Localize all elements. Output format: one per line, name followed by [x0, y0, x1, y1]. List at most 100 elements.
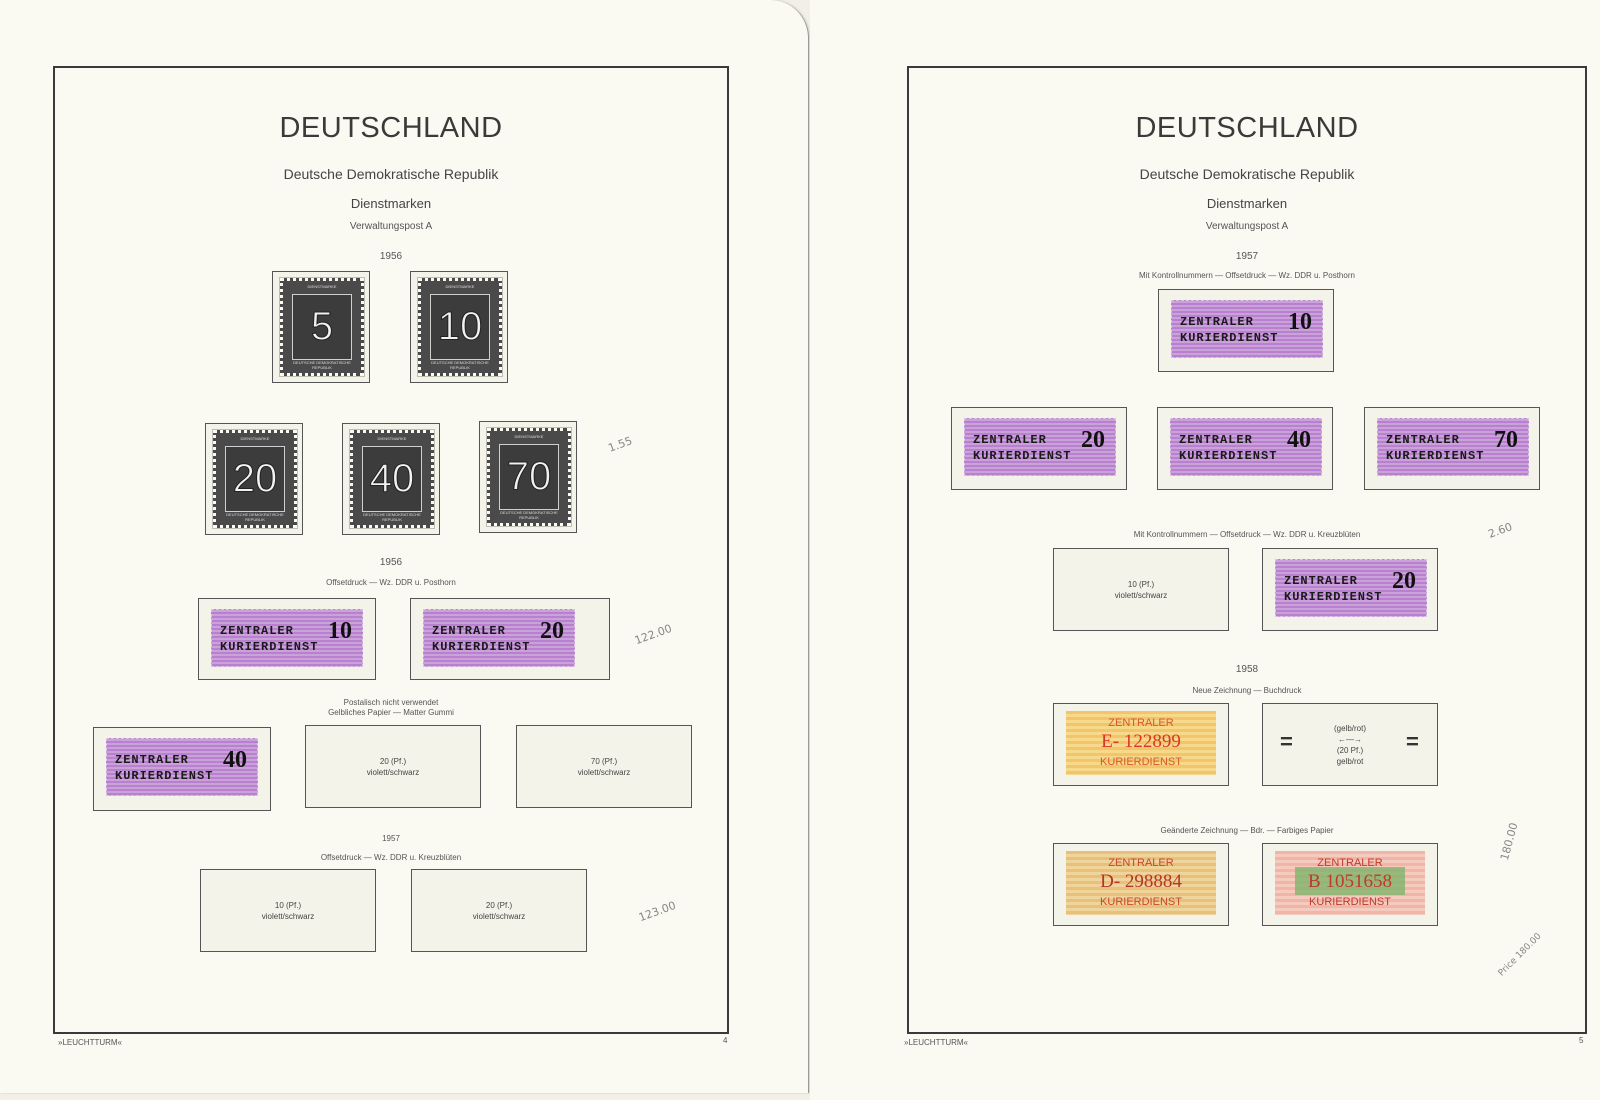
- stamp-caption-top: DIENSTMARKE: [307, 284, 337, 289]
- barcode-stamp-e: ZENTRALER E- 122899 KURIERDIENST: [1066, 711, 1216, 775]
- stamp-overprint-line2: KURIERDIENST: [115, 769, 214, 783]
- stamp-value: 10: [1288, 309, 1312, 335]
- stamp-mount: ZENTRALER D- 298884 KURIERDIENST: [1053, 843, 1229, 926]
- caption: Offsetdruck — Wz. DDR u. Posthorn: [326, 578, 456, 587]
- stamp-overprint-line2: KURIERDIENST: [432, 640, 531, 654]
- country-subtitle: Deutsche Demokratische Republik: [283, 166, 499, 182]
- stamp-overprint-line2: KURIERDIENST: [220, 640, 319, 654]
- courier-stamp-20: ZENTRALER KURIERDIENST 20: [1275, 559, 1427, 617]
- stamp-line3: KURIERDIENST: [1309, 896, 1391, 908]
- stamp-line1: ZENTRALER: [1108, 857, 1174, 869]
- stamp-control-number: E- 122899: [1101, 731, 1181, 752]
- page-title: DEUTSCHLAND: [1135, 112, 1359, 144]
- empty-stamp-space: 70 (Pf.) violett/schwarz: [516, 725, 692, 808]
- stamp-line1: ZENTRALER: [1317, 857, 1383, 869]
- stamp-10: DIENSTMARKE 10 DEUTSCHE DEMOKRATISCHE RE…: [417, 277, 503, 377]
- stamp-caption-top: DIENSTMARKE: [445, 284, 475, 289]
- empty-space-color: gelb/rot: [1336, 756, 1364, 766]
- year-heading: 1956: [379, 557, 403, 568]
- stamp-mount: ZENTRALER KURIERDIENST 70: [1364, 407, 1540, 490]
- page-number: 5: [1579, 1036, 1584, 1045]
- stamp-overprint-line2: KURIERDIENST: [973, 449, 1072, 463]
- stamp-value: 5: [310, 304, 334, 349]
- year-heading: 1957: [1235, 251, 1259, 262]
- barcode-stamp-b: ZENTRALER B 1051658 KURIERDIENST: [1275, 851, 1425, 915]
- courier-stamp-20: ZENTRALER KURIERDIENST 20: [964, 418, 1116, 476]
- year-heading: 1956: [379, 251, 403, 262]
- stamp-line1: ZENTRALER: [1108, 717, 1174, 729]
- empty-stamp-space: 20 (Pf.) violett/schwarz: [305, 725, 481, 808]
- stamp-overprint-line2: KURIERDIENST: [1284, 590, 1383, 604]
- stamp-overprint-line1: ZENTRALER: [1284, 574, 1358, 588]
- stamp-overprint-line1: ZENTRALER: [220, 624, 294, 638]
- stamp-5: DIENSTMARKE 5 DEUTSCHE DEMOKRATISCHE REP…: [279, 277, 365, 377]
- caption: Neue Zeichnung — Buchdruck: [1192, 686, 1302, 695]
- barcode-stamp-d: ZENTRALER D- 298884 KURIERDIENST: [1066, 851, 1216, 915]
- stamp-value: 20: [232, 456, 278, 501]
- subsection-heading: Verwaltungspost A: [349, 221, 433, 232]
- stamp-overprint-line1: ZENTRALER: [1179, 433, 1253, 447]
- empty-space-value: 70 (Pf.): [590, 756, 618, 766]
- stamp-overprint-line1: ZENTRALER: [1386, 433, 1460, 447]
- empty-space-value: 20 (Pf.): [485, 900, 513, 910]
- section-heading: Dienstmarken: [350, 196, 432, 211]
- empty-space-value: 10 (Pf.): [1127, 579, 1155, 589]
- stamp-mount: DIENSTMARKE 70 DEUTSCHE DEMOKRATISCHE RE…: [479, 421, 577, 533]
- empty-stamp-space: (gelb/rot) ←—→ (20 Pf.) gelb/rot: [1262, 703, 1438, 786]
- stamp-value: 10: [328, 618, 352, 644]
- stamp-control-number: D- 298884: [1100, 871, 1182, 892]
- caption: Postalisch nicht verwendet: [343, 698, 439, 707]
- stamp-caption-bottom: DEUTSCHE DEMOKRATISCHE REPUBLIK: [431, 360, 489, 370]
- caption: Mit Kontrollnummern — Offsetdruck — Wz. …: [1133, 530, 1361, 539]
- album-page-left: DEUTSCHLAND Deutsche Demokratische Repub…: [0, 0, 809, 1093]
- courier-stamp-10: ZENTRALER KURIERDIENST 10: [211, 609, 363, 667]
- stamp-overprint-line2: KURIERDIENST: [1179, 449, 1278, 463]
- courier-stamp-70: ZENTRALER KURIERDIENST 70: [1377, 418, 1529, 476]
- stamp-overprint-line2: KURIERDIENST: [1180, 331, 1279, 345]
- empty-space-color: violett/schwarz: [1114, 590, 1168, 600]
- page-number: 4: [723, 1036, 728, 1045]
- stamp-mount: ZENTRALER KURIERDIENST 20: [951, 407, 1127, 490]
- courier-stamp-40: ZENTRALER KURIERDIENST 40: [106, 738, 258, 796]
- courier-stamp-10: ZENTRALER KURIERDIENST 10: [1171, 300, 1323, 358]
- stamp-mount: DIENSTMARKE 10 DEUTSCHE DEMOKRATISCHE RE…: [410, 271, 508, 383]
- page-border-left: [53, 66, 729, 1034]
- empty-stamp-space: 20 (Pf.) violett/schwarz: [411, 869, 587, 952]
- empty-space-value: (20 Pf.): [1336, 745, 1364, 755]
- stamp-line3: KURIERDIENST: [1100, 756, 1182, 768]
- empty-space-value: 20 (Pf.): [379, 756, 407, 766]
- stamp-mount: DIENSTMARKE 5 DEUTSCHE DEMOKRATISCHE REP…: [272, 271, 370, 383]
- stamp-mount: ZENTRALER KURIERDIENST 20: [410, 598, 610, 680]
- stamp-value: 20: [1392, 568, 1416, 594]
- stamp-overprint-line1: ZENTRALER: [1180, 315, 1254, 329]
- stamp-caption-bottom: DEUTSCHE DEMOKRATISCHE REPUBLIK: [226, 512, 284, 522]
- stamp-caption-bottom: DEUTSCHE DEMOKRATISCHE REPUBLIK: [363, 512, 421, 522]
- stamp-mount: DIENSTMARKE 20 DEUTSCHE DEMOKRATISCHE RE…: [205, 423, 303, 535]
- empty-space-color: violett/schwarz: [261, 911, 315, 921]
- stamp-mount: ZENTRALER KURIERDIENST 40: [93, 727, 271, 811]
- empty-stamp-space: 10 (Pf.) violett/schwarz: [200, 869, 376, 952]
- stamp-value: 10: [437, 304, 483, 349]
- stamp-mount: ZENTRALER E- 122899 KURIERDIENST: [1053, 703, 1229, 786]
- stamp-mount: ZENTRALER KURIERDIENST 20: [1262, 548, 1438, 631]
- footer-brand: »LEUCHTTURM«: [58, 1038, 123, 1047]
- empty-stamp-space: 10 (Pf.) violett/schwarz: [1053, 548, 1229, 631]
- country-subtitle: Deutsche Demokratische Republik: [1139, 166, 1355, 182]
- stamp-20: DIENSTMARKE 20 DEUTSCHE DEMOKRATISCHE RE…: [212, 429, 298, 529]
- courier-stamp-20: ZENTRALER KURIERDIENST 20: [423, 609, 575, 667]
- stamp-value: 40: [223, 747, 247, 773]
- stamp-control-number: B 1051658: [1308, 871, 1392, 892]
- year-heading: 1957: [382, 834, 400, 843]
- empty-space-color: (gelb/rot): [1333, 723, 1366, 733]
- empty-space-value: 10 (Pf.): [274, 900, 302, 910]
- empty-space-color: violett/schwarz: [577, 767, 631, 777]
- page-title: DEUTSCHLAND: [279, 112, 503, 144]
- stamp-caption-top: DIENSTMARKE: [377, 436, 407, 441]
- section-heading: Dienstmarken: [1206, 196, 1288, 211]
- equals-sign: =: [1280, 729, 1293, 754]
- stamp-line3: KURIERDIENST: [1100, 896, 1182, 908]
- caption: Offsetdruck — Wz. DDR u. Kreuzblüten: [320, 853, 462, 862]
- stamp-value: 20: [540, 618, 564, 644]
- stamp-overprint-line1: ZENTRALER: [432, 624, 506, 638]
- caption: Geänderte Zeichnung — Bdr. — Farbiges Pa…: [1160, 826, 1334, 835]
